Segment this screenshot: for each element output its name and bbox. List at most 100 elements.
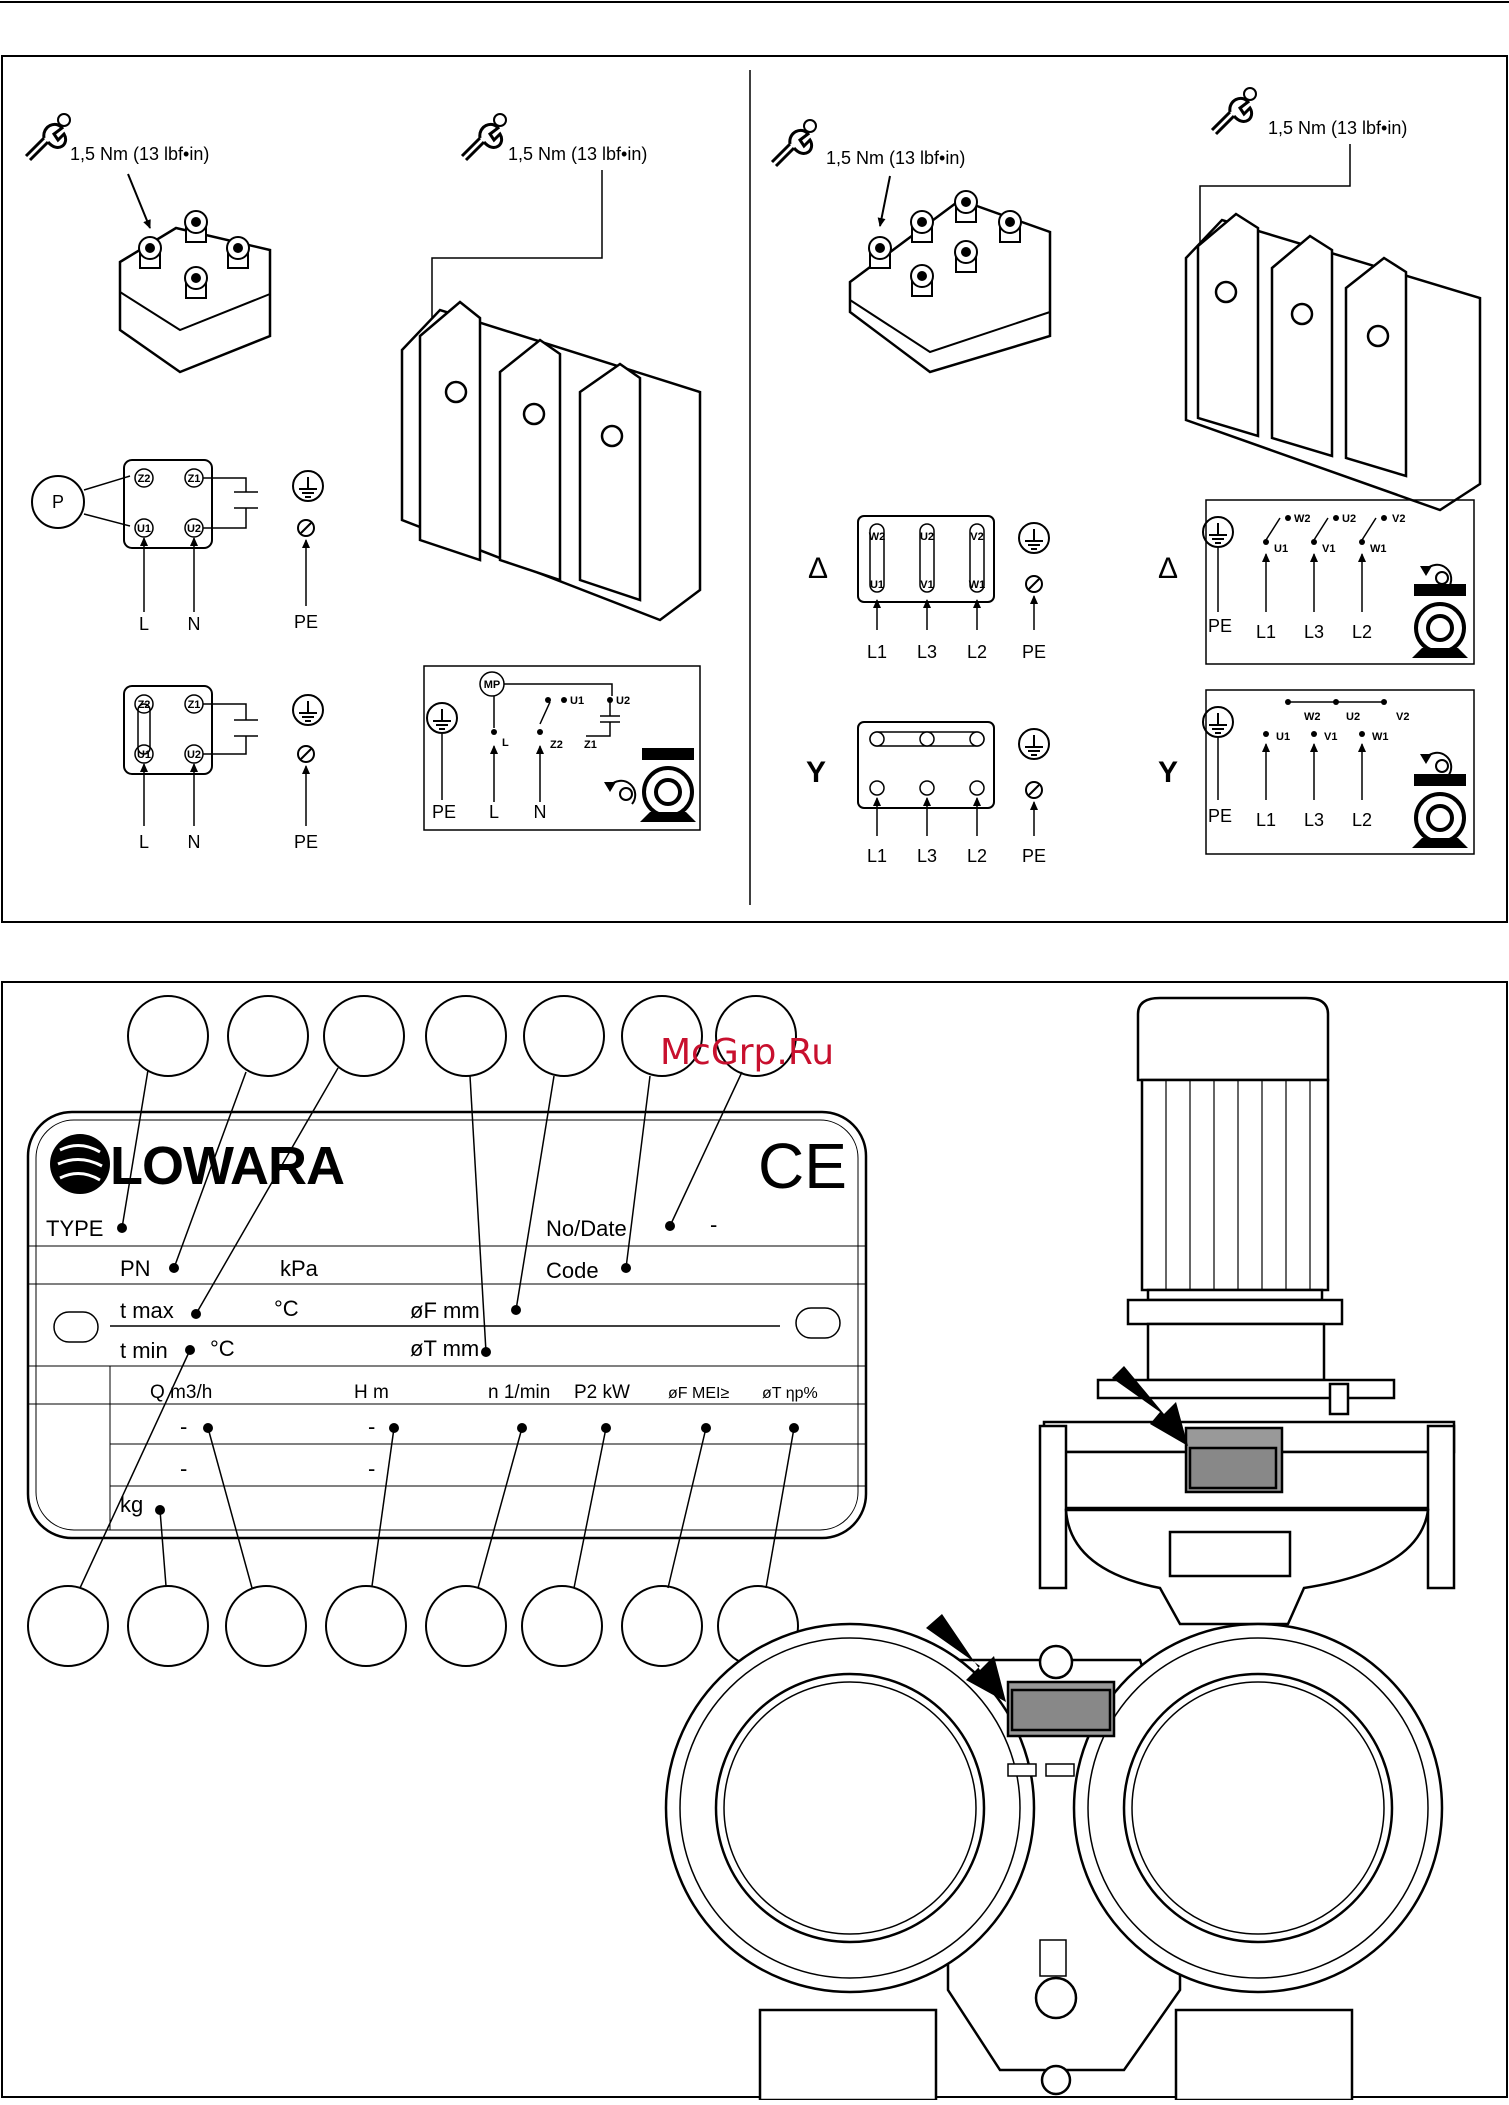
lowara-logo-icon xyxy=(50,1134,110,1194)
mounting-hole-right xyxy=(795,1307,841,1339)
arrow-nameplate-location-icon xyxy=(1112,1366,1188,1446)
terminal-u1: U1 xyxy=(1276,731,1290,743)
wiring-panel xyxy=(1,55,1508,923)
line-pe: PE xyxy=(1022,846,1046,866)
field-code: Code xyxy=(546,1258,599,1283)
field-ot-np: øT ηp% xyxy=(762,1385,818,1402)
field-ot-mm: øT mm xyxy=(410,1336,479,1361)
wiring-single-phase-2: Z2 Z1 U1 U2 L N PE xyxy=(123,685,324,852)
switch-box-single-phase: PE MP L L Z2 N U1 U2 Z1 xyxy=(423,665,701,831)
line-n: N xyxy=(534,802,547,822)
terminal-u2: U2 xyxy=(187,523,201,535)
line-pe: PE xyxy=(294,832,318,852)
terminal-u1: U1 xyxy=(570,695,584,707)
terminal-v2: V2 xyxy=(970,531,983,543)
line-pe: PE xyxy=(1208,806,1232,826)
delta-symbol: Δ xyxy=(808,552,828,585)
line-l3: L3 xyxy=(917,642,937,662)
line-n: N xyxy=(188,614,201,634)
line-pe: PE xyxy=(1208,616,1232,636)
wiring-single-phase-1: P Z2 Z1 U1 U2 L N PE xyxy=(31,459,324,634)
line-l: L xyxy=(139,614,149,634)
terminal-u2: U2 xyxy=(187,749,201,761)
dash: - xyxy=(180,1414,187,1439)
nameplate-panel xyxy=(1,981,1508,2098)
line-l2: L2 xyxy=(967,642,987,662)
line-l: L xyxy=(139,832,149,852)
terminal-w1: W1 xyxy=(969,579,986,591)
dash: - xyxy=(710,1212,717,1237)
line-l1: L1 xyxy=(867,846,887,866)
line-n: N xyxy=(188,832,201,852)
field-n: n 1/min xyxy=(488,1382,550,1403)
line-l1: L1 xyxy=(1256,622,1276,642)
torque-callout-4: 1,5 Nm (13 lbf•in) xyxy=(1196,86,1407,263)
terminal-z1: Z1 xyxy=(584,739,597,751)
terminal-z1: Z1 xyxy=(188,473,201,485)
mounting-hole-left xyxy=(53,1311,99,1343)
terminal-v2: V2 xyxy=(1396,711,1409,723)
line-pe: PE xyxy=(1022,642,1046,662)
terminal-strip-single-phase xyxy=(400,300,702,622)
field-t-min: t min xyxy=(120,1338,168,1363)
unit-deg-c: °C xyxy=(210,1336,235,1361)
field-no-date: No/Date xyxy=(546,1216,627,1241)
field-type: TYPE xyxy=(46,1216,103,1241)
arrow-nameplate-location-icon xyxy=(926,1614,1006,1702)
dash: - xyxy=(368,1414,375,1439)
field-kpa: kPa xyxy=(280,1256,319,1281)
line-l2: L2 xyxy=(967,846,987,866)
watermark: McGrp.Ru xyxy=(660,1032,834,1073)
torque-label: 1,5 Nm (13 lbf•in) xyxy=(70,144,209,164)
terminal-mp: MP xyxy=(484,679,501,691)
leader-lines-top xyxy=(121,1067,743,1353)
pump-label: P xyxy=(52,492,64,512)
delta-symbol: Δ xyxy=(1158,552,1178,585)
wiring-three-phase-star: Y L1 L3 L2 PE xyxy=(806,721,1050,866)
terminal-u2: U2 xyxy=(1342,513,1356,525)
torque-label: 1,5 Nm (13 lbf•in) xyxy=(1268,118,1407,138)
terminal-v2: V2 xyxy=(1392,513,1405,525)
line-l3: L3 xyxy=(917,846,937,866)
unit-deg-c: °C xyxy=(274,1296,299,1321)
brand-name: LOWARA xyxy=(110,1136,344,1196)
pump-side-view xyxy=(1038,996,1456,1626)
ce-mark: CE xyxy=(758,1130,847,1202)
line-l: L xyxy=(489,802,499,822)
terminal-u2: U2 xyxy=(920,531,934,543)
star-symbol: Y xyxy=(1158,756,1178,789)
field-of-mm: øF mm xyxy=(410,1298,480,1323)
leader-lines-bottom xyxy=(79,1349,795,1589)
field-pn: PN xyxy=(120,1256,151,1281)
terminal-w1: W1 xyxy=(1372,731,1389,743)
terminal-w1: W1 xyxy=(1370,543,1387,555)
nameplate: LOWARA CE TYPE No/Date - PN kPa Code t m… xyxy=(26,1110,868,1540)
star-symbol: Y xyxy=(806,756,826,789)
torque-label: 1,5 Nm (13 lbf•in) xyxy=(826,148,965,168)
line-pe: PE xyxy=(294,612,318,632)
terminal-w2: W2 xyxy=(1304,711,1321,723)
dash: - xyxy=(180,1456,187,1481)
terminal-v1: V1 xyxy=(920,579,933,591)
terminal-w2: W2 xyxy=(869,531,886,543)
torque-label: 1,5 Nm (13 lbf•in) xyxy=(508,144,647,164)
terminal-w2: W2 xyxy=(1294,513,1311,525)
line-l3: L3 xyxy=(1304,810,1324,830)
line-l1: L1 xyxy=(1256,810,1276,830)
torque-callout-3: 1,5 Nm (13 lbf•in) xyxy=(770,118,965,227)
field-q: Q m3/h xyxy=(150,1382,212,1403)
terminal-u1: U1 xyxy=(1274,543,1288,555)
terminal-block-single-phase xyxy=(118,210,272,374)
line-l1: L1 xyxy=(867,642,887,662)
field-t-max: t max xyxy=(120,1298,174,1323)
torque-callout-2: 1,5 Nm (13 lbf•in) xyxy=(428,112,647,357)
field-p2: P2 kW xyxy=(574,1382,630,1403)
switch-box-three-phase-star: Y PE W2 U2 V2 U1 V1 W1 L1 L3 L2 xyxy=(1158,689,1475,855)
terminal-strip-three-phase xyxy=(1184,212,1482,512)
terminal-block-three-phase xyxy=(848,190,1052,374)
terminal-v1: V1 xyxy=(1324,731,1337,743)
line-l2: L2 xyxy=(1352,622,1372,642)
terminal-v1: V1 xyxy=(1322,543,1335,555)
